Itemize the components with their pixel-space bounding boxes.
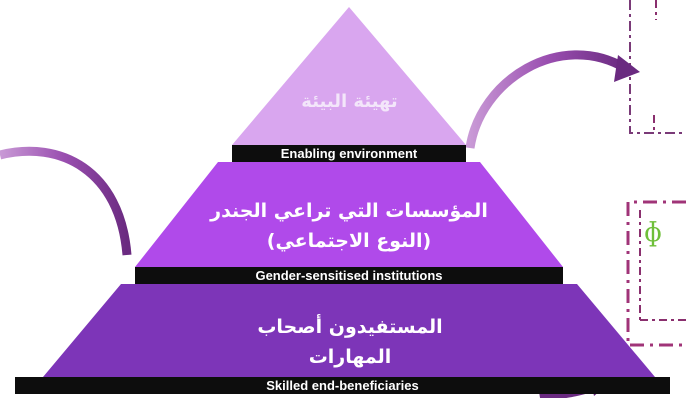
dashed-panel-lower <box>626 200 686 347</box>
pyramid-tier-top <box>232 7 466 145</box>
tier-bottom-arabic-label: المستفيدون أصحاب المهارات <box>257 316 443 368</box>
dashed-panel-inner <box>639 0 686 321</box>
arrowhead-top-right <box>614 55 640 82</box>
dashed-panel-upper <box>629 0 686 134</box>
curved-arrow-left <box>0 146 132 256</box>
curved-arrow-top-right <box>465 50 628 149</box>
tier-bottom-english-bar: Skilled end-beneficiaries <box>15 377 670 394</box>
tier-top-arabic-label: تهيئة البيئة <box>301 91 398 112</box>
side-phi-icon: ɸ <box>644 218 662 248</box>
pyramid-tier-middle <box>135 162 563 267</box>
tier-top-english-bar: Enabling environment <box>232 145 466 162</box>
tier-middle-arabic-label: المؤسسات التي تراعي الجندر (النوع الاجتم… <box>210 200 488 252</box>
pyramid-tier-bottom <box>43 284 655 377</box>
tier-middle-english-bar: Gender-sensitised institutions <box>135 267 563 284</box>
